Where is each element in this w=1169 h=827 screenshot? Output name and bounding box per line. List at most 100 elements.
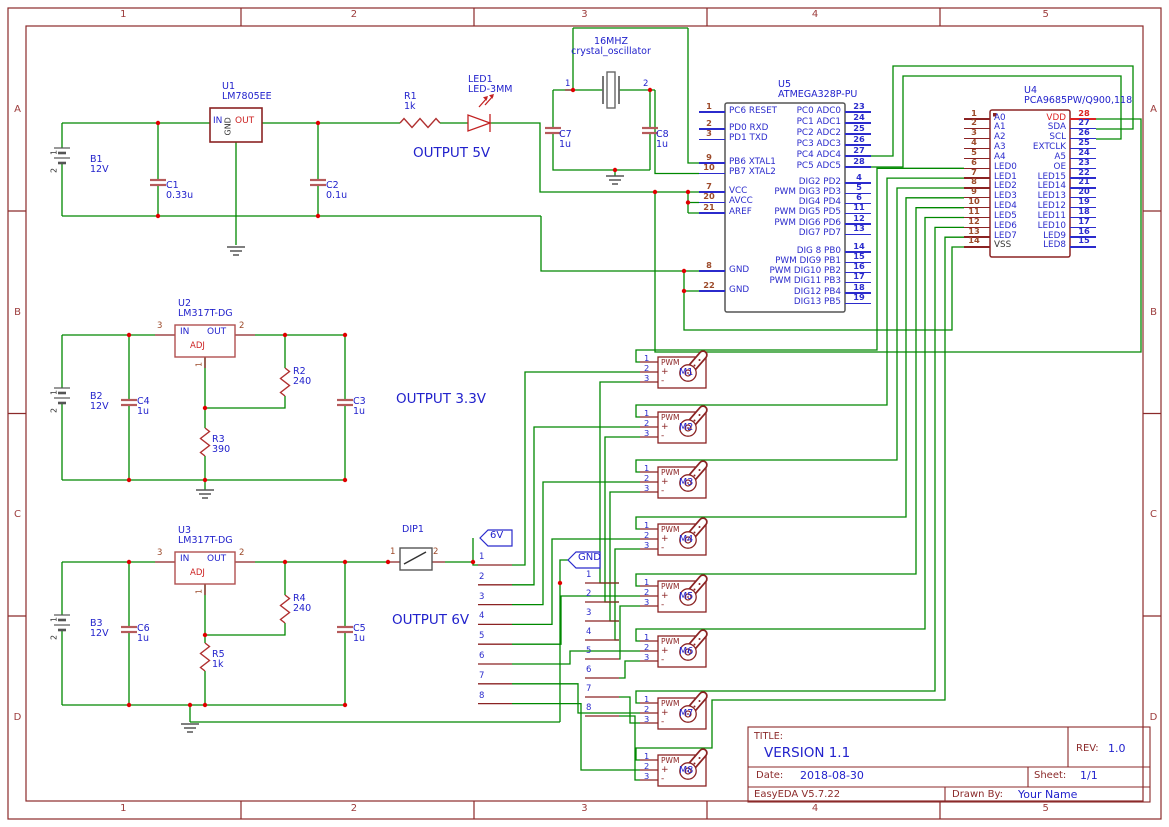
c5-val[interactable]: 1u — [353, 633, 366, 644]
pin-number: 5 — [971, 146, 977, 157]
crystal-symbol — [602, 71, 620, 109]
u1-ref[interactable]: U1 — [222, 81, 235, 92]
wire-plus1 — [512, 371, 640, 566]
pin-stubs — [155, 89, 619, 717]
resistor-symbol-r5 — [199, 642, 211, 672]
pin-name: PB6 XTAL1 — [729, 156, 776, 167]
r4-ref[interactable]: R4 — [293, 593, 306, 604]
motor-pin1-number: 1 — [644, 751, 650, 761]
pin-number: 21 — [703, 201, 715, 212]
motor-connector[interactable]: 1 2 3 PWM + - M5 — [640, 577, 750, 627]
c6-ref[interactable]: C6 — [137, 623, 150, 634]
r3-ref[interactable]: R3 — [212, 434, 225, 445]
wire-plus5 — [512, 595, 640, 645]
wires[interactable] — [61, 27, 1142, 781]
c7-val[interactable]: 1u — [559, 139, 572, 150]
titleblock-sheet[interactable]: 1/1 — [1080, 769, 1098, 782]
r5-ref[interactable]: R5 — [212, 649, 225, 660]
pin-name: LED3 — [994, 191, 1017, 202]
motor-plus-label: + — [661, 534, 669, 544]
pin-stub — [845, 233, 871, 236]
r3-val[interactable]: 390 — [212, 444, 231, 455]
c8-val[interactable]: 1u — [656, 139, 669, 150]
c2-ref[interactable]: C2 — [326, 180, 339, 191]
motor-pwm-label: PWM — [661, 582, 680, 591]
c1-ref[interactable]: C1 — [166, 180, 179, 191]
led1-ref[interactable]: LED1 — [468, 74, 493, 85]
motor-connector[interactable]: 1 2 3 PWM + - M7 — [640, 694, 750, 744]
wire-6v — [61, 538, 568, 723]
pin-name: DIG 8 PB0 — [796, 245, 841, 256]
ground-symbol-4 — [180, 723, 200, 733]
titleblock-title[interactable]: VERSION 1.1 — [764, 745, 851, 761]
b3-pin2: 2 — [49, 634, 59, 641]
r2-ref[interactable]: R2 — [293, 366, 306, 377]
u5-ref[interactable]: U5 — [778, 79, 791, 90]
c7-ref[interactable]: C7 — [559, 129, 572, 140]
c3-val[interactable]: 1u — [353, 406, 366, 417]
pin-number: 3 — [706, 128, 712, 138]
titleblock-drawn[interactable]: Your Name — [1018, 788, 1078, 801]
wire-pwm8 — [635, 236, 964, 761]
u3-part[interactable]: LM317T-DG — [178, 535, 233, 546]
netflag-gnd-label[interactable]: GND — [578, 552, 601, 563]
motor-connector[interactable]: 1 2 3 PWM + - M1 — [640, 353, 750, 403]
c8-ref[interactable]: C8 — [656, 129, 669, 140]
b1-val[interactable]: 12V — [90, 164, 109, 175]
motor-connector[interactable]: 1 2 3 PWM + - M3 — [640, 463, 750, 513]
motor-connector[interactable]: 1 2 3 PWM + - M6 — [640, 632, 750, 682]
r2-val[interactable]: 240 — [293, 376, 312, 387]
led1-val[interactable]: LED-3MM — [468, 84, 513, 95]
u4-part[interactable]: PCA9685PW/Q900,118 — [1024, 95, 1133, 106]
resistor-symbol-r2 — [279, 367, 291, 397]
xtal-name[interactable]: crystal_oscillator — [571, 46, 651, 57]
c3-ref[interactable]: C3 — [353, 396, 366, 407]
pin-name: PC1 ADC1 — [796, 116, 841, 127]
titleblock-date[interactable]: 2018-08-30 — [800, 769, 864, 782]
c4-val[interactable]: 1u — [137, 406, 150, 417]
motor-pin3-number: 3 — [644, 373, 650, 383]
c1-val[interactable]: 0.33u — [166, 190, 194, 201]
pin-stub — [845, 111, 871, 113]
titleblock-rev[interactable]: 1.0 — [1108, 742, 1126, 755]
b3-val[interactable]: 12V — [90, 628, 109, 639]
pin-name: SCL — [1049, 132, 1066, 143]
r1-ref[interactable]: R1 — [404, 91, 417, 102]
pin-name: DIG12 PB4 — [793, 286, 841, 297]
pin-number: 13 — [853, 222, 865, 233]
b2-ref[interactable]: B2 — [90, 391, 103, 402]
u5-part[interactable]: ATMEGA328P-PU — [778, 89, 858, 100]
pin-stub — [845, 144, 871, 146]
motor-connector[interactable]: 1 2 3 PWM + - M4 — [640, 520, 750, 570]
u3-ref[interactable]: U3 — [178, 525, 191, 536]
wire-minus8 — [619, 715, 640, 781]
r4-val[interactable]: 240 — [293, 603, 312, 614]
netflag-6v-label[interactable]: 6V — [490, 530, 504, 541]
components[interactable] — [52, 71, 1071, 786]
u2-ref[interactable]: U2 — [178, 298, 191, 309]
r5-val[interactable]: 1k — [212, 659, 224, 670]
wire-plus8 — [512, 702, 640, 771]
u2-part[interactable]: LM317T-DG — [178, 308, 233, 319]
u1-part[interactable]: LM7805EE — [222, 91, 272, 102]
wire-pwm6 — [635, 216, 964, 642]
b2-val[interactable]: 12V — [90, 401, 109, 412]
border-column-label: 1 — [120, 803, 127, 814]
c6-val[interactable]: 1u — [137, 633, 150, 644]
r1-val[interactable]: 1k — [404, 101, 416, 112]
c4-ref[interactable]: C4 — [137, 396, 150, 407]
u4-ref[interactable]: U4 — [1024, 85, 1037, 96]
dip1-ref[interactable]: DIP1 — [402, 524, 424, 535]
b3-ref[interactable]: B3 — [90, 618, 103, 629]
pin-name: PC2 ADC2 — [796, 127, 841, 138]
motor-plus-label: + — [661, 646, 669, 656]
c5-ref[interactable]: C5 — [353, 623, 366, 634]
c2-val[interactable]: 0.1u — [326, 190, 348, 201]
motor-connector[interactable]: 1 2 3 PWM + - M8 — [640, 751, 750, 801]
u3-pin-adj: ADJ — [190, 568, 205, 578]
motor-connector[interactable]: 1 2 3 PWM + - M2 — [640, 408, 750, 458]
pin-name: A5 — [1054, 151, 1066, 162]
b1-ref[interactable]: B1 — [90, 154, 103, 165]
